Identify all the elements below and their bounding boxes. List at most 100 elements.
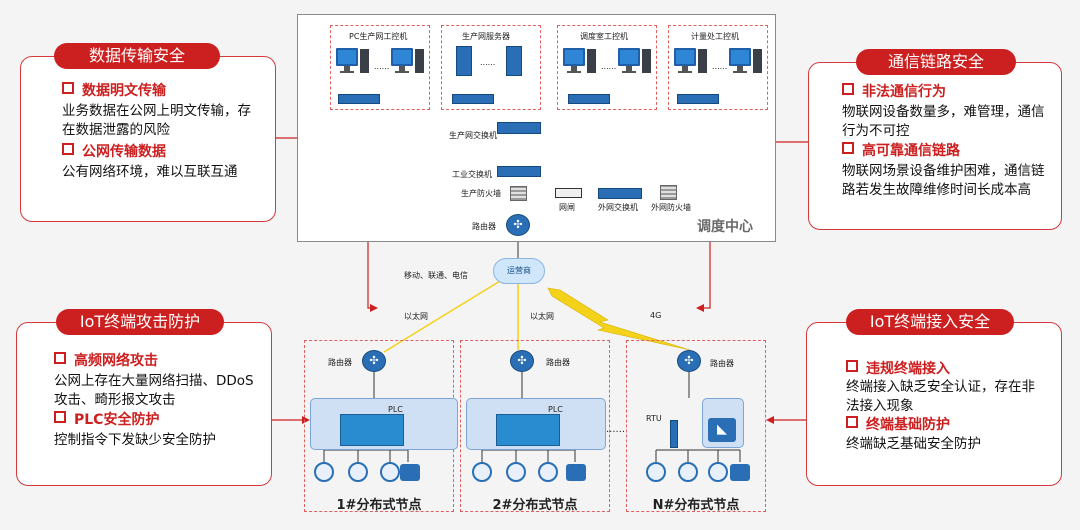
panel-title-iot-attack: IoT终端攻击防护	[56, 309, 224, 335]
arrowhead-comm-link	[696, 304, 704, 312]
group-label-pc-production: PC生产网工控机	[349, 32, 408, 41]
switch-icon	[677, 94, 719, 104]
external-switch-label: 外网交换机	[598, 203, 638, 212]
group-metering	[668, 25, 768, 110]
ellipsis: ......	[601, 62, 617, 71]
monitor-icon	[728, 46, 764, 86]
pressure-gauge-icon	[348, 462, 368, 482]
item-heading: 高频网络攻击	[54, 352, 158, 371]
flowmeter-icon	[314, 462, 334, 482]
item-text: 物联网设备数量多，难管理，通信行为不可控	[842, 104, 1045, 139]
server-icon	[506, 46, 522, 76]
ellipsis: ......	[480, 58, 496, 67]
flowmeter-icon	[646, 462, 666, 482]
plc-icon	[340, 414, 404, 446]
item-heading-text: 公网传输数据	[82, 144, 166, 160]
bullet-square-icon	[842, 142, 854, 154]
item-heading-text: 数据明文传输	[82, 83, 166, 99]
group-label-production-servers: 生产网服务器	[462, 32, 510, 41]
pump-icon	[400, 464, 420, 481]
bullet-square-icon	[846, 416, 858, 428]
router-icon: ✣	[510, 350, 534, 372]
item-heading-text: 终端基础防护	[866, 417, 950, 433]
link-label-ethernet-1: 以太网	[404, 312, 428, 321]
node-title-2: 2#分布式节点	[492, 498, 578, 513]
arrowhead-data-transfer	[370, 304, 378, 312]
router-label: 路由器	[472, 222, 496, 231]
link-label-4g: 4G	[650, 311, 662, 320]
item-text: 公有网络环境，难以互联互通	[62, 164, 238, 180]
industrial-switch-label: 工业交换机	[452, 170, 492, 179]
group-pc-production	[330, 25, 430, 110]
link-label-ethernet-2: 以太网	[530, 312, 554, 321]
production-switch-icon	[497, 122, 541, 134]
item-heading-text: 高可靠通信链路	[862, 143, 960, 159]
arrowhead-iot-access	[766, 416, 774, 424]
router-icon: ✣	[362, 350, 386, 372]
panel-title-data-transfer: 数据传输安全	[54, 43, 220, 69]
camera-icon: ◣	[708, 418, 736, 442]
meter-icon	[380, 462, 400, 482]
production-firewall-label: 生产防火墙	[461, 189, 501, 198]
cloud-icon: 运营商	[493, 258, 545, 284]
router-icon: ✣	[506, 214, 530, 236]
external-switch-icon	[598, 188, 642, 199]
bullet-square-icon	[846, 360, 858, 372]
dispatch-center-title: 调度中心	[697, 219, 753, 235]
item-heading: 非法通信行为	[842, 83, 946, 102]
panel-comm-link	[808, 62, 1062, 230]
pressure-gauge-icon	[678, 462, 698, 482]
group-production-servers	[441, 25, 541, 110]
gateway-icon	[555, 188, 582, 198]
monitor-icon	[390, 46, 426, 86]
plc-label: PLC	[548, 405, 563, 414]
item-text: 控制指令下发缺少安全防护	[54, 432, 216, 448]
router-icon: ✣	[677, 350, 701, 372]
monitor-icon	[562, 46, 598, 86]
pump-icon	[730, 464, 750, 481]
firewall-icon	[660, 185, 677, 200]
plc-icon	[496, 414, 560, 446]
monitor-icon	[335, 46, 371, 86]
bullet-square-icon	[842, 83, 854, 95]
item-text: 业务数据在公网上明文传输，存在数据泄露的风险	[62, 103, 251, 138]
monitor-icon	[617, 46, 653, 86]
industrial-switch-icon	[497, 166, 541, 177]
item-heading: 数据明文传输	[62, 82, 166, 101]
flowmeter-icon	[472, 462, 492, 482]
ellipsis: ......	[712, 62, 728, 71]
item-heading: 公网传输数据	[62, 143, 166, 162]
item-text: 物联网场景设备维护困难，通信链路若发生故障维修时间长成本高	[842, 163, 1045, 198]
item-text: 终端缺乏基础安全防护	[846, 436, 981, 452]
node-title-1: 1#分布式节点	[336, 498, 422, 513]
firewall-icon	[510, 186, 527, 201]
panel-iot-attack	[16, 322, 272, 486]
item-heading: PLC安全防护	[54, 411, 159, 430]
bullet-square-icon	[54, 352, 66, 364]
panel-title-iot-access: IoT终端接入安全	[846, 309, 1014, 335]
gateway-label: 网闸	[559, 203, 575, 212]
monitor-icon	[673, 46, 709, 86]
switch-icon	[338, 94, 380, 104]
node-router-label: 路由器	[328, 358, 352, 367]
item-text: 公网上存在大量网络扫描、DDoS攻击、畸形报文攻击	[54, 373, 254, 408]
production-switch-label: 生产网交换机	[449, 131, 497, 140]
item-heading-text: 高频网络攻击	[74, 353, 158, 369]
panel-title-comm-link: 通信链路安全	[856, 49, 1016, 75]
item-heading-text: 非法通信行为	[862, 84, 946, 100]
item-heading-text: 违规终端接入	[866, 361, 950, 377]
group-dispatch-room	[557, 25, 657, 110]
meter-icon	[538, 462, 558, 482]
group-label-metering: 计量处工控机	[691, 32, 739, 41]
cloud-label: 运营商	[507, 266, 531, 275]
distributed-node-n	[626, 340, 766, 512]
distributed-node-2	[460, 340, 610, 512]
node-ellipsis: ......	[606, 424, 626, 435]
switch-icon	[568, 94, 610, 104]
item-heading: 高可靠通信链路	[842, 142, 960, 161]
server-icon	[456, 46, 472, 76]
group-label-dispatch-room: 调度室工控机	[580, 32, 628, 41]
plc-label: PLC	[388, 405, 403, 414]
switch-icon	[452, 94, 494, 104]
pump-icon	[566, 464, 586, 481]
